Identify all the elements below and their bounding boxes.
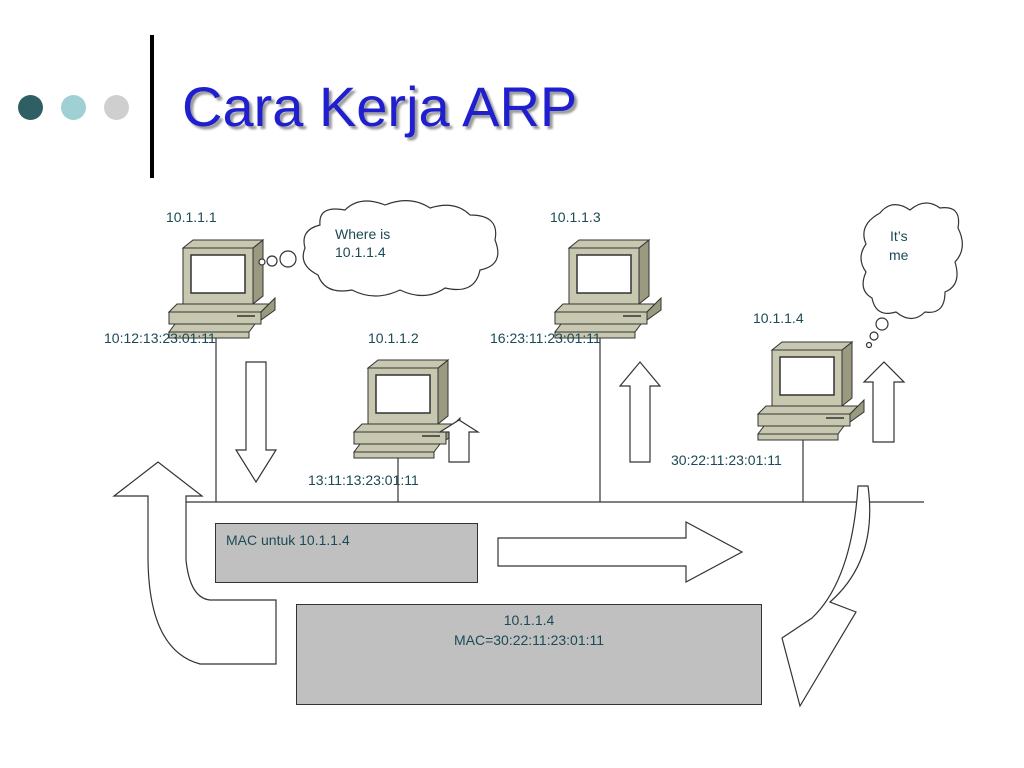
query-bubble-line1: Where is [335,226,391,242]
arrow-down-icon [234,361,278,484]
query-bubble-icon [302,200,499,297]
host1-mac: 10:12:13:23:01:11 [104,330,216,346]
reply-bubble-icon [860,202,963,320]
curved-arrow-down-icon [781,485,871,708]
title-divider [150,35,154,178]
reply-box-line1: 10.1.1.4 [503,612,555,628]
arrow-up-icon-host3 [618,361,662,463]
computer-icon-host4 [757,341,865,441]
host2-ip: 10.1.1.2 [368,330,419,346]
slide-title: Cara Kerja ARP [182,75,578,138]
arrow-right-icon [497,520,744,584]
reply-dot-mid [869,331,879,341]
reply-dot-large [875,317,889,331]
host4-mac: 30:22:11:23:01:11 [671,452,782,468]
query-bubble-line2: 10.1.1.4 [335,244,386,260]
bubble-dot-small [258,258,266,266]
bubble-dot-large [279,250,297,268]
host3-ip: 10.1.1.3 [550,209,601,225]
host2-mac: 13:11:13:23:01:11 [308,472,419,488]
computer-icon-host1 [168,239,276,339]
request-box-text: MAC untuk 10.1.1.4 [226,532,350,548]
reply-dot-small [865,341,873,349]
reply-box-line2: MAC=30:22:11:23:01:11 [453,632,605,648]
request-box: MAC untuk 10.1.1.4 [215,523,478,583]
bubble-dot-mid [266,255,278,267]
host3-mac: 16:23:11:23:01:11 [490,330,601,346]
reply-bubble-line2: me [889,247,909,263]
curved-arrow-up-icon [112,461,277,665]
decor-dot-mid [61,95,86,120]
arrow-up-icon-host2 [437,419,481,463]
computer-icon-host2 [353,359,461,459]
decor-dot-light [104,95,129,120]
computer-icon-host3 [554,239,662,339]
host1-ip: 10.1.1.1 [166,209,217,225]
reply-box: 10.1.1.4 MAC=30:22:11:23:01:11 [296,604,762,705]
decor-dot-dark [18,95,43,120]
arrow-up-icon-host4 [862,361,906,443]
host4-ip: 10.1.1.4 [753,310,804,326]
reply-bubble-line1: It’s [890,228,908,244]
